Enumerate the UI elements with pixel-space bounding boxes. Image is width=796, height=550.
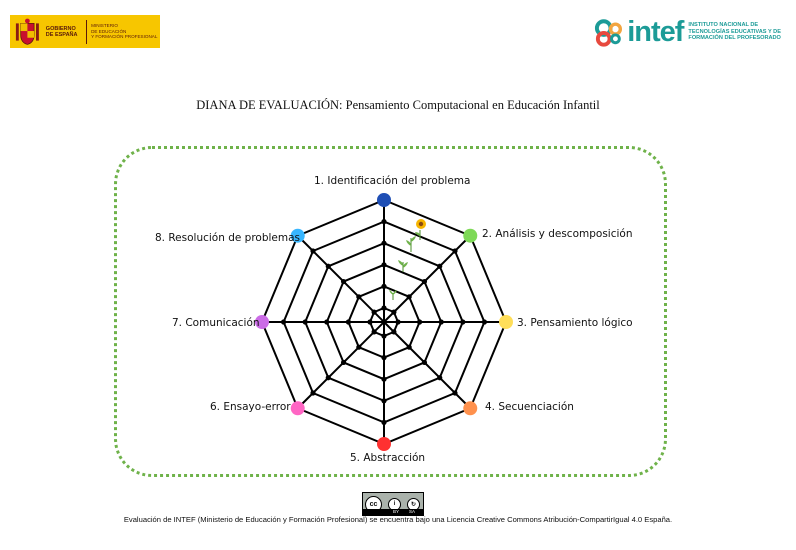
target-dot bbox=[381, 333, 387, 339]
target-dot bbox=[391, 309, 397, 315]
intef-logo-mark-icon bbox=[594, 19, 623, 47]
target-dot bbox=[340, 359, 347, 366]
target-dot bbox=[371, 309, 377, 315]
axis-marker-4 bbox=[463, 401, 478, 416]
license-text: Evaluación de INTEF (Ministerio de Educa… bbox=[123, 515, 673, 524]
axis-marker-1 bbox=[377, 193, 391, 207]
target-dot bbox=[381, 398, 387, 404]
axis-marker-5 bbox=[377, 437, 391, 451]
target-dot bbox=[406, 344, 412, 350]
axis-label-4: 4. Secuenciación bbox=[485, 401, 574, 413]
target-dot bbox=[381, 355, 387, 361]
axis-label-1: 1. Identificación del problema bbox=[314, 175, 471, 187]
intef-logo: intef INSTITUTO NACIONAL DE TECNOLOGÍAS … bbox=[592, 14, 786, 50]
target-dot bbox=[310, 248, 316, 254]
axis-label-2: 2. Análisis y descomposición bbox=[482, 228, 633, 240]
target-dot bbox=[381, 240, 387, 246]
axis-marker-7 bbox=[255, 315, 269, 329]
target-dot bbox=[481, 319, 487, 325]
cc-sa-label: SA bbox=[408, 509, 415, 514]
axis-marker-8 bbox=[290, 228, 305, 243]
target-dot bbox=[421, 359, 428, 366]
target-dot bbox=[356, 344, 362, 350]
target-dot bbox=[325, 375, 331, 381]
target-dot bbox=[417, 319, 423, 325]
axis-label-7: 7. Comunicación bbox=[172, 317, 260, 329]
target-dot bbox=[395, 319, 401, 325]
target-dot bbox=[381, 419, 387, 425]
target-dot bbox=[437, 375, 443, 381]
target-dot bbox=[452, 248, 458, 254]
logo-separator bbox=[86, 19, 88, 44]
axis-label-5: 5. Abstracción bbox=[350, 452, 426, 464]
target-dot bbox=[310, 390, 316, 396]
target-dot bbox=[437, 263, 443, 269]
page-title: DIANA DE EVALUACIÓN: Pensamiento Computa… bbox=[196, 98, 600, 112]
cc-by-sa-icon: cc i ↻ BY SA bbox=[362, 492, 424, 516]
target-dot bbox=[438, 319, 444, 325]
axis-marker-2 bbox=[463, 228, 478, 243]
target-dot bbox=[406, 294, 412, 300]
axis-marker-3 bbox=[499, 315, 513, 329]
target-dot bbox=[391, 329, 397, 335]
target-frame bbox=[114, 146, 667, 477]
target-dot bbox=[356, 294, 362, 300]
axis-marker-6 bbox=[290, 401, 305, 416]
target-dot bbox=[324, 319, 330, 325]
government-logo: GOBIERNO DE ESPAÑA MINISTERIO DE EDUCACI… bbox=[10, 15, 160, 48]
ministry-name: MINISTERIO DE EDUCACIÓN Y FORMACIÓN PROF… bbox=[91, 23, 158, 40]
axis-label-8: 8. Resolución de problemas bbox=[155, 232, 301, 244]
target-dot bbox=[452, 390, 458, 396]
target-dot bbox=[460, 319, 466, 325]
target-grid bbox=[255, 193, 513, 451]
cc-by-label: BY bbox=[392, 509, 399, 514]
intef-wordmark: intef bbox=[627, 16, 684, 48]
target-dot bbox=[381, 219, 387, 225]
axis-label-6: 6. Ensayo-error bbox=[210, 401, 291, 413]
cc-badge-strip: BY SA bbox=[363, 509, 423, 515]
target-dot bbox=[340, 278, 347, 285]
intef-caption: INSTITUTO NACIONAL DE TECNOLOGÍAS EDUCAT… bbox=[688, 22, 781, 42]
target-dot bbox=[381, 262, 387, 268]
target-dot bbox=[371, 329, 377, 335]
spanish-coat-of-arms-icon bbox=[15, 18, 39, 45]
target-dot bbox=[381, 283, 387, 289]
axis-label-3: 3. Pensamiento lógico bbox=[517, 317, 633, 329]
target-dot bbox=[302, 319, 308, 325]
target-dot bbox=[367, 319, 373, 325]
government-name: GOBIERNO DE ESPAÑA bbox=[45, 25, 78, 38]
target-dot bbox=[381, 376, 387, 382]
target-dot bbox=[421, 278, 428, 285]
target-dot bbox=[345, 319, 351, 325]
target-dot bbox=[381, 305, 387, 311]
target-dot bbox=[281, 319, 287, 325]
target-dot bbox=[325, 263, 331, 269]
sprout-to-sunflower-icon bbox=[389, 219, 426, 300]
